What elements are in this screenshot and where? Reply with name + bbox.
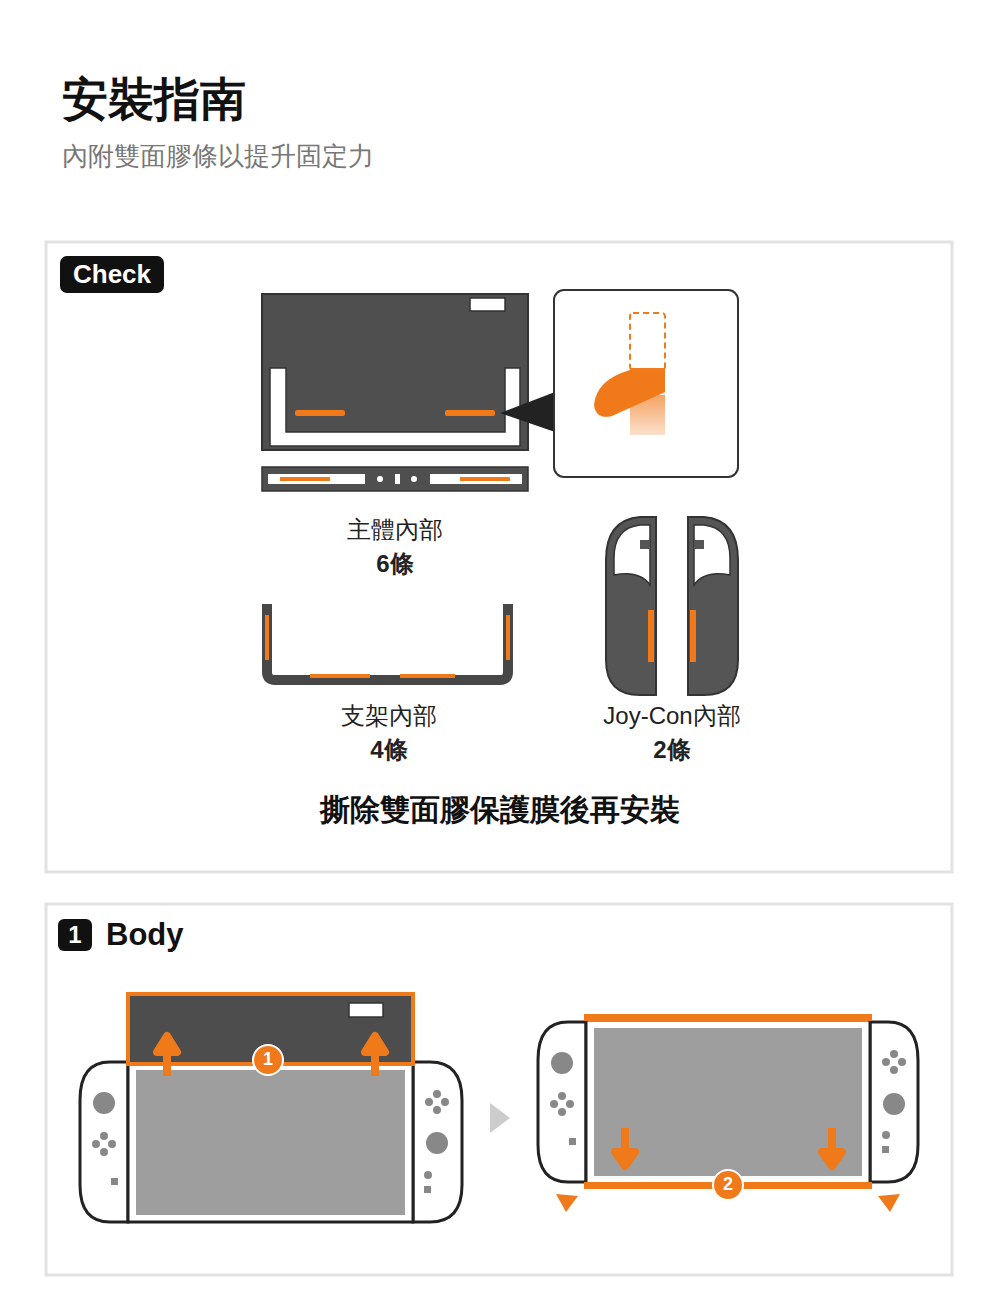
next-arrow	[490, 1103, 510, 1133]
check-panel	[46, 242, 952, 872]
part-name: 支架內部	[341, 702, 437, 731]
instruction: 撕除雙面膠保護膜後再安裝	[320, 792, 680, 828]
callout-number: 1	[263, 1049, 273, 1071]
count: 6條	[376, 550, 413, 579]
bracket	[267, 604, 508, 680]
badge-text: Check	[60, 256, 164, 293]
switch-left	[80, 994, 462, 1222]
case-body	[262, 294, 555, 450]
joycon-shells	[606, 517, 738, 695]
page-title: 安裝指南	[62, 72, 246, 127]
tape-zoom	[554, 290, 738, 477]
part-name: 主體內部	[347, 516, 443, 545]
body-panel	[46, 904, 952, 1275]
callout-number: 2	[723, 1174, 733, 1196]
step-heading: 1 Body	[58, 918, 184, 952]
case-side	[262, 467, 528, 491]
switch-right	[538, 1014, 918, 1212]
count: 4條	[370, 736, 407, 765]
count: 2條	[653, 736, 690, 765]
step-title: Body	[106, 918, 184, 952]
subtitle: 內附雙面膠條以提升固定力	[62, 141, 374, 172]
check-badge: Check	[60, 256, 164, 293]
part-name: Joy-Con內部	[603, 702, 740, 731]
step-number: 1	[58, 919, 92, 951]
